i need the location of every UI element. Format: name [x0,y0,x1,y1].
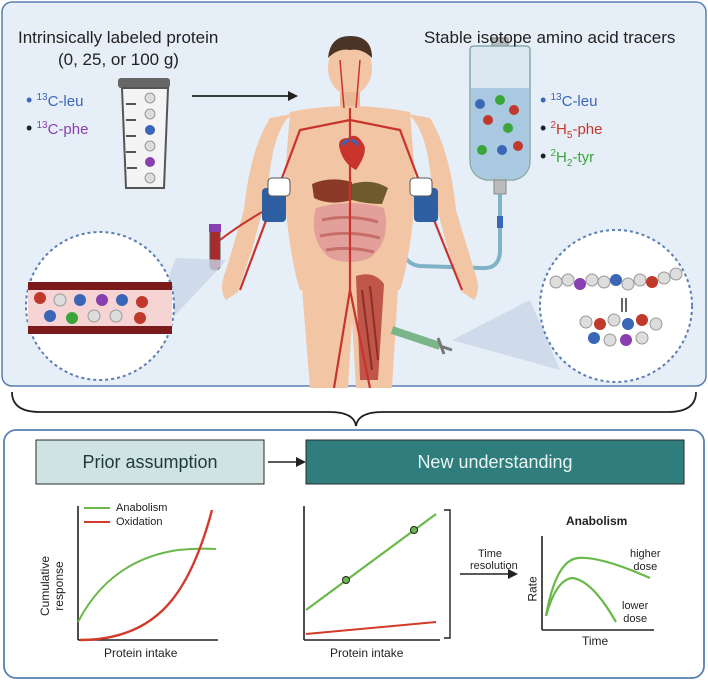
anabolism-curve [77,547,217,623]
dose-point [342,576,350,584]
higher-dose-label: higher dose [630,548,661,573]
left-chart [77,506,218,642]
dose-point [410,526,418,534]
middle-chart [303,506,518,641]
shaker-bottle-icon [118,78,170,189]
blood-vessel-icon [28,282,172,334]
right-chart [541,536,654,631]
left-chart-xlabel: Protein intake [104,646,178,660]
new-understanding-label: New understanding [417,451,573,472]
muscle-zoom [539,229,693,383]
human-body-icon [222,36,478,389]
legend-anabolism: Anabolism [116,502,168,514]
legend-oxidation: Oxidation [116,516,163,528]
new-understanding-box [305,439,685,485]
left-tracer-leu: • 13C-leu [26,90,84,110]
time-resolution-label: Time resolution [470,548,518,572]
protein-chain-icon [549,267,683,347]
right-tracer-phe: • 2H5-phe [540,118,603,141]
lower-dose-curve [544,576,617,623]
protein-title: Intrinsically labeled protein [18,28,219,47]
left-chart-ylabel: Cumulative response [38,555,66,616]
tracers-title: Stable isotope amino acid tracers [424,28,676,47]
syringe-icon [390,326,453,355]
oxidation-line [305,621,437,635]
higher-dose-curve [544,556,651,617]
oxidation-curve [79,509,214,642]
right-chart-ylabel: Rate [525,576,540,602]
protein-amount: (0, 25, or 100 g) [58,50,179,69]
right-chart-xlabel: Time [582,634,609,648]
lower-dose-label: lower dose [622,600,649,625]
right-tracer-tyr: • 2H2-tyr [540,146,595,169]
right-chart-title: Anabolism [566,514,628,528]
prior-assumption-label: Prior assumption [82,451,218,472]
prior-assumption-box [35,439,265,485]
right-tracer-leu: • 13C-leu [540,90,598,110]
left-tracer-phe: • 13C-phe [26,118,89,138]
iv-bag-icon [402,37,531,271]
middle-chart-xlabel: Protein intake [330,646,404,660]
brace [11,391,697,427]
bottom-panel [3,429,705,679]
